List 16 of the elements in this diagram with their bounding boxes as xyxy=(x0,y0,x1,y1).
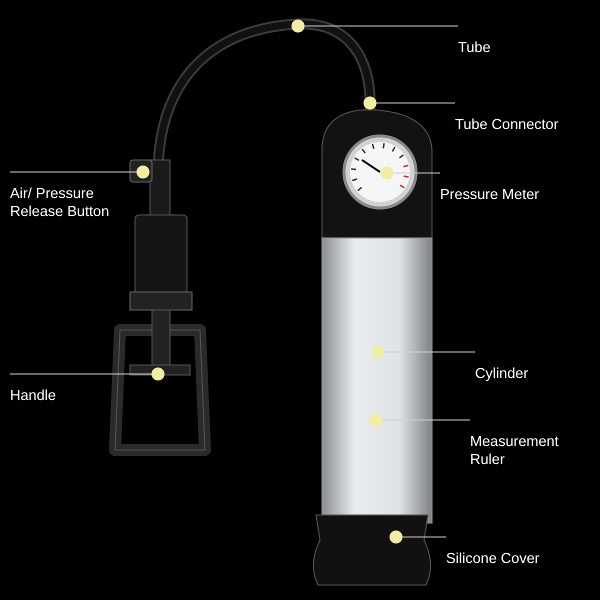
part-label: Silicone Cover xyxy=(446,537,576,568)
leader-line xyxy=(364,96,456,110)
part-label: Handle xyxy=(10,374,80,405)
leader-line xyxy=(10,166,150,178)
leader-line xyxy=(10,368,164,380)
part-label: Tube Connector xyxy=(455,103,585,134)
leader-line xyxy=(372,346,476,358)
leader-line xyxy=(380,166,440,180)
leader-line xyxy=(390,530,446,544)
part-label: Tube xyxy=(458,26,568,57)
leader-line xyxy=(292,20,458,32)
part-label: Pressure Meter xyxy=(440,173,580,204)
leader-line xyxy=(370,414,470,426)
part-label: Measurement Ruler xyxy=(470,420,580,469)
part-label: Cylinder xyxy=(475,352,565,383)
part-label: Air/ Pressure Release Button xyxy=(10,172,130,221)
